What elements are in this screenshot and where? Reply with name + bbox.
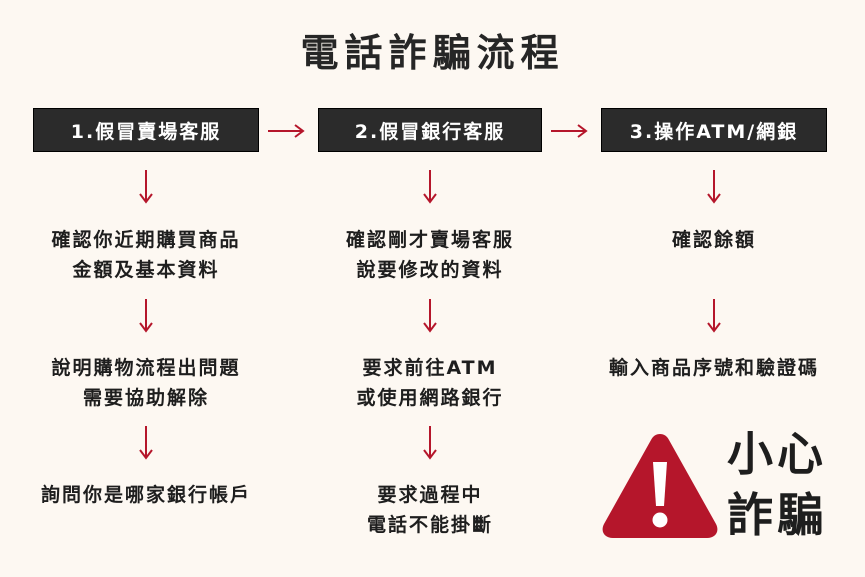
- arrow-down-icon: [707, 170, 721, 204]
- arrow-right-icon: [268, 124, 305, 138]
- arrow-down-icon: [423, 299, 437, 333]
- step2-item2-line1: 要求前往ATM: [362, 357, 498, 379]
- page-title: 電話詐騙流程: [300, 31, 565, 75]
- step2-item1-line1: 確認剛才賣場客服: [345, 229, 514, 251]
- step1-item1-line1: 確認你近期購買商品: [51, 229, 241, 251]
- step2-item1-line2: 說要修改的資料: [356, 259, 504, 281]
- step2-item3-line2: 電話不能掛斷: [366, 514, 493, 536]
- step1-item1: 確認你近期購買商品 金額及基本資料: [11, 225, 281, 285]
- step2-item1: 確認剛才賣場客服 說要修改的資料: [295, 225, 565, 285]
- step1-item2-line2: 需要協助解除: [82, 387, 209, 409]
- arrow-down-icon: [423, 170, 437, 204]
- step2-item2: 要求前往ATM 或使用網路銀行: [295, 353, 565, 413]
- step1-item2: 說明購物流程出問題 需要協助解除: [11, 353, 281, 413]
- step3-item2-line1: 輸入商品序號和驗證碼: [608, 357, 819, 379]
- warning-line1: 小心: [727, 427, 827, 481]
- step-box-3: 3.操作ATM/網銀: [601, 108, 827, 152]
- step1-item2-line1: 說明購物流程出問題: [51, 357, 241, 379]
- step1-item1-line2: 金額及基本資料: [72, 259, 220, 281]
- warning-line2: 詐騙: [727, 488, 827, 542]
- arrow-right-icon: [551, 124, 588, 138]
- arrow-down-icon: [139, 299, 153, 333]
- step3-item1: 確認餘額: [579, 225, 849, 255]
- step1-item3-line1: 詢問你是哪家銀行帳戶: [40, 484, 251, 506]
- arrow-down-icon: [139, 426, 153, 460]
- arrow-down-icon: [423, 426, 437, 460]
- step-box-1: 1.假冒賣場客服: [33, 108, 259, 152]
- step-box-2: 2.假冒銀行客服: [318, 108, 542, 152]
- step1-item3: 詢問你是哪家銀行帳戶: [11, 480, 281, 510]
- step2-item2-line2: 或使用網路銀行: [356, 387, 504, 409]
- arrow-down-icon: [707, 299, 721, 333]
- step3-item2: 輸入商品序號和驗證碼: [579, 353, 849, 383]
- step2-item3: 要求過程中 電話不能掛斷: [295, 480, 565, 540]
- arrow-down-icon: [139, 170, 153, 204]
- step2-item3-line1: 要求過程中: [377, 484, 483, 506]
- exclamation-triangle-icon: [602, 434, 718, 538]
- step3-item1-line1: 確認餘額: [671, 229, 756, 251]
